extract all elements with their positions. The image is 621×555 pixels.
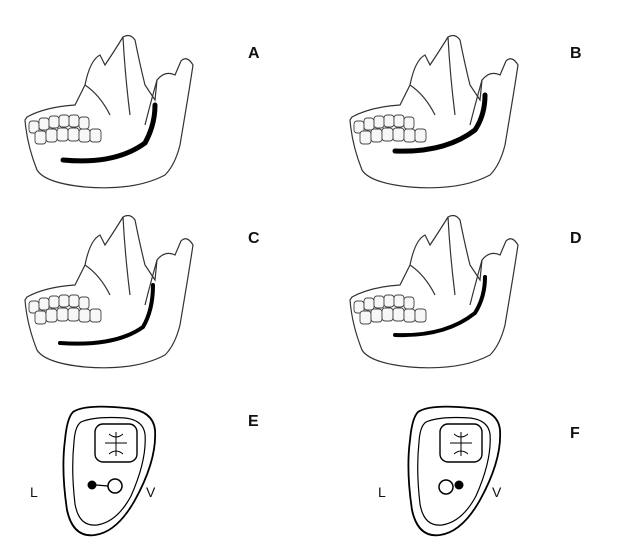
lingual-label-e: L [30, 484, 38, 500]
lingual-label-f: L [378, 484, 386, 500]
panel-label-d: D [570, 230, 582, 247]
canal-dot-e [87, 480, 97, 490]
canal-line-b [392, 92, 488, 154]
cross-section-drawing-e [62, 405, 157, 537]
cross-section-panel-e [55, 400, 170, 545]
mandible-drawing-c [24, 214, 194, 369]
vestibular-label-f: V [492, 484, 502, 500]
mandible-drawing-b [349, 34, 519, 189]
cross-section-drawing-f [407, 405, 502, 537]
mandible-panel-c [15, 205, 200, 380]
cross-section-panel-f [400, 400, 515, 545]
mandible-drawing-d [349, 214, 519, 369]
mandible-drawing-a [24, 34, 194, 189]
mandible-panel-b [340, 25, 525, 200]
panel-label-c: C [248, 230, 260, 247]
panel-label-e: E [248, 413, 259, 430]
canal-line-c [58, 283, 155, 346]
mandible-panel-d [340, 205, 525, 380]
mandible-panel-a [15, 25, 200, 200]
vestibular-label-e: V [146, 484, 156, 500]
canal-dot-f [454, 480, 464, 490]
panel-label-f: F [570, 425, 580, 442]
panel-label-b: B [570, 45, 582, 62]
canal-line-d [393, 275, 487, 338]
panel-label-a: A [248, 45, 260, 62]
canal-line-a [60, 102, 158, 164]
